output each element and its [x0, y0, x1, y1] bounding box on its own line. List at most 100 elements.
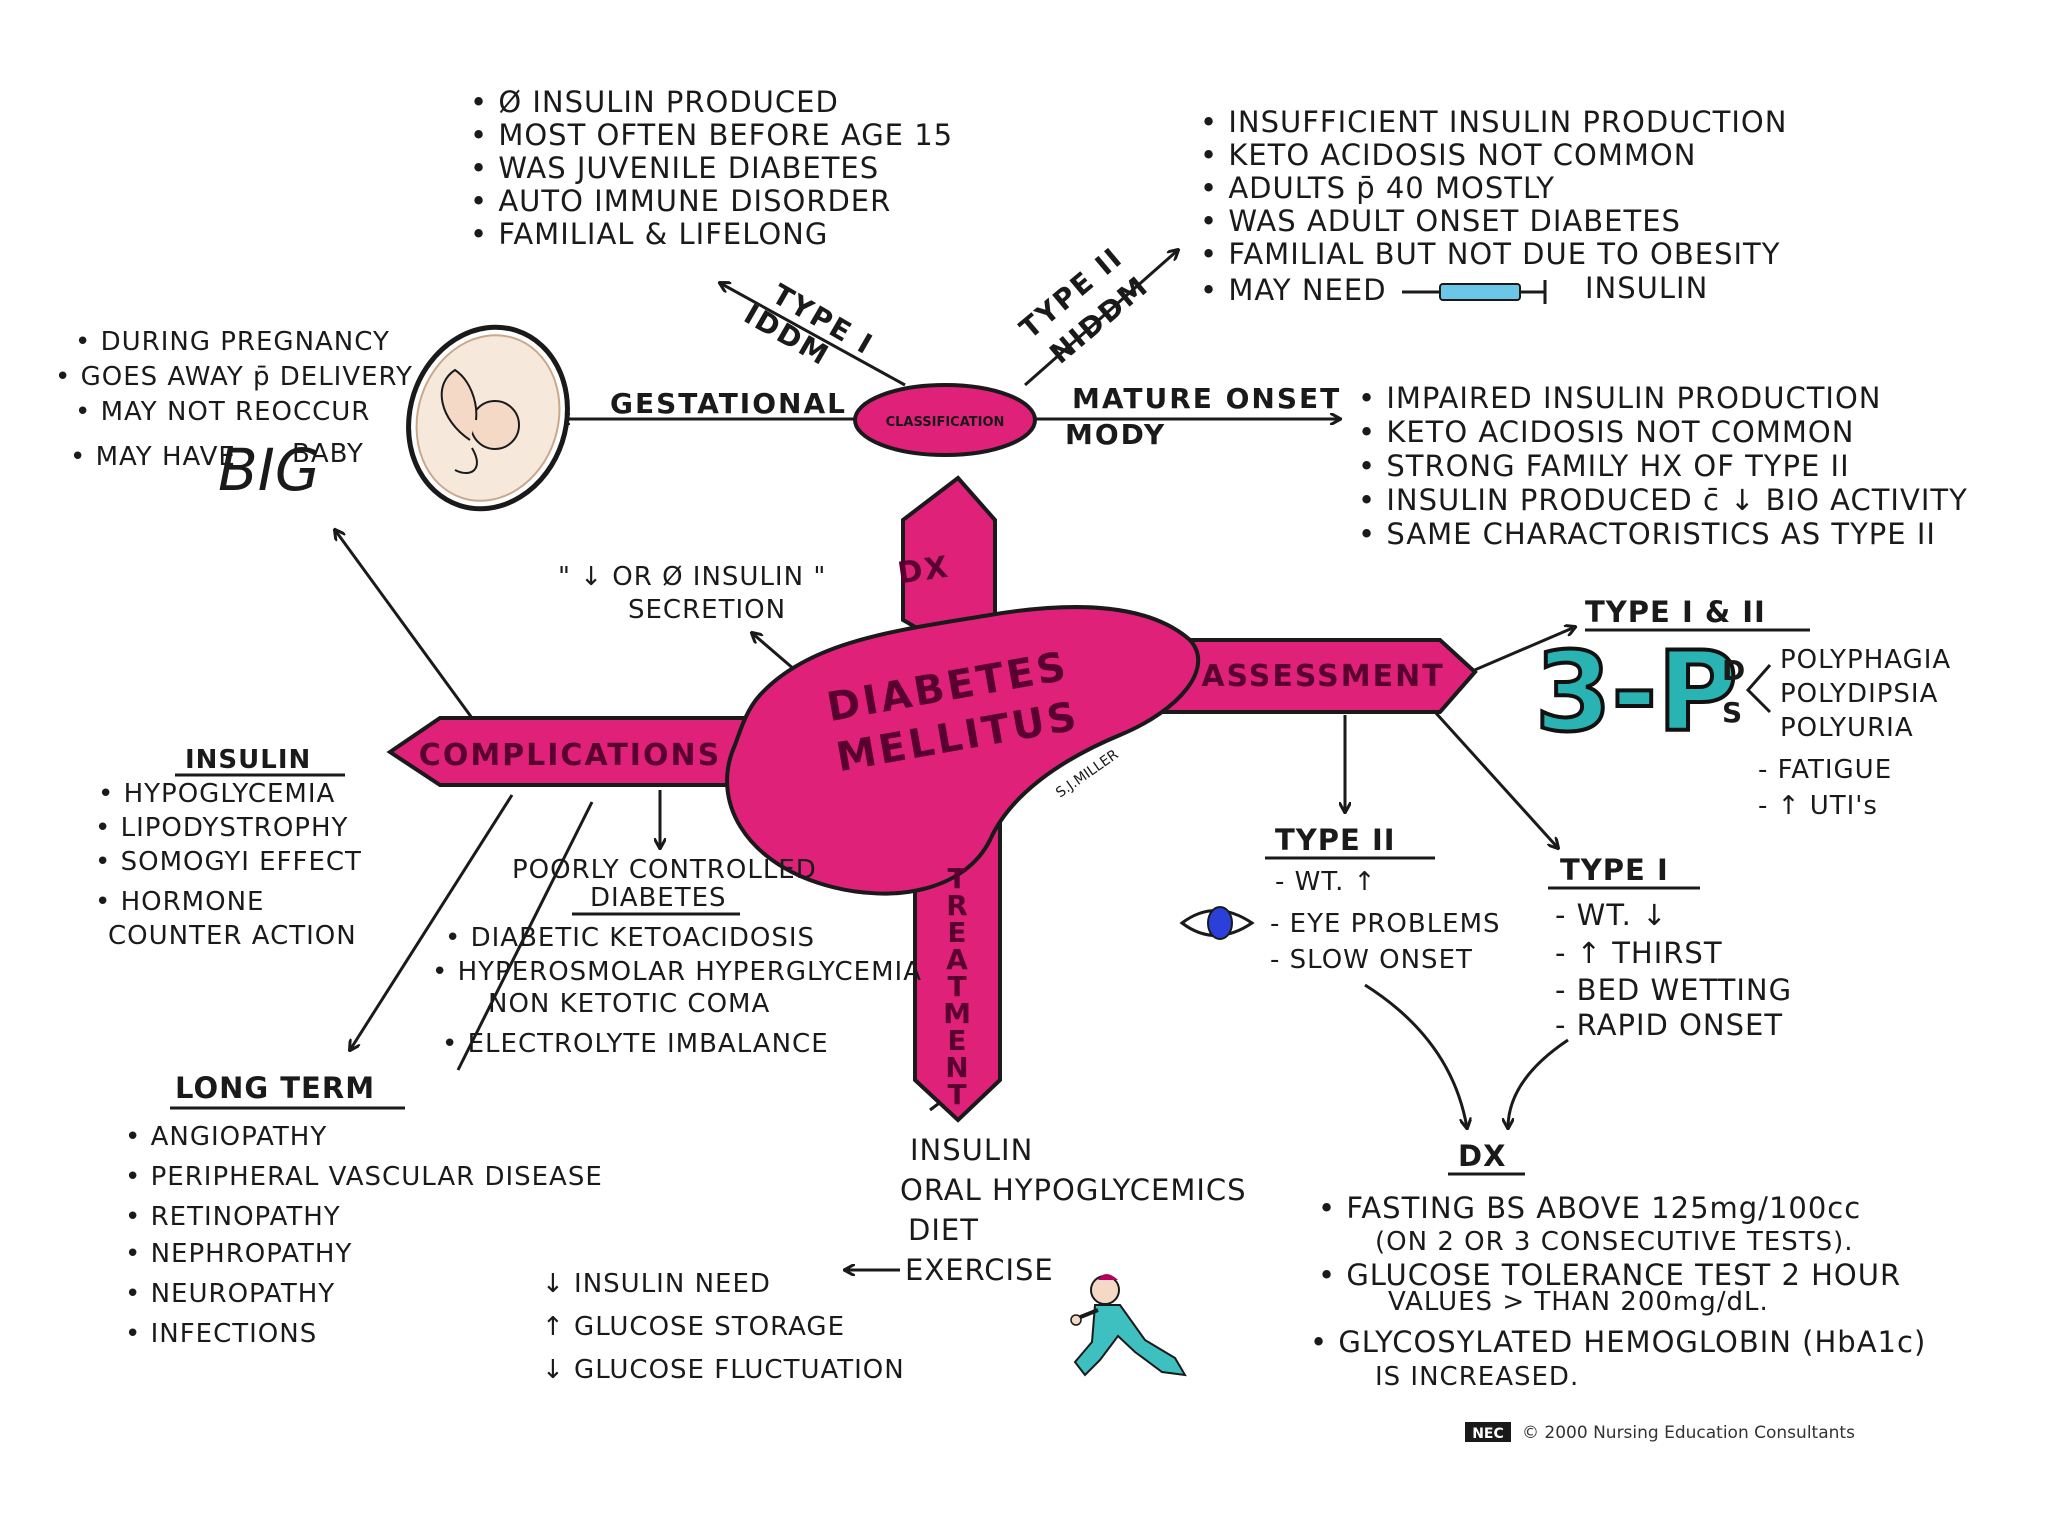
type2-item: • ADULTS p̄ 40 MOSTLY — [1200, 171, 1555, 205]
type1-sign: - ↑ THIRST — [1555, 936, 1723, 970]
arrow-assessment-type1 — [1433, 710, 1558, 848]
secretion-line1: " ↓ OR Ø INSULIN " — [558, 562, 826, 592]
gestational-item-baby: BABY — [292, 439, 364, 469]
type1-sign: - WT. ↓ — [1555, 898, 1667, 932]
big-word: BIG — [218, 436, 320, 504]
arrow-long-term — [350, 794, 514, 1050]
exercise-effect: ↓ INSULIN NEED — [542, 1269, 771, 1299]
dx-line: • GLUCOSE TOLERANCE TEST 2 HOUR — [1318, 1258, 1901, 1292]
gestational-item-prefix: • MAY HAVE — [70, 442, 236, 472]
long-term-item: • NEUROPATHY — [125, 1279, 335, 1309]
poor-title: POORLY CONTROLLED — [512, 855, 817, 885]
complications-long-term: LONG TERM • ANGIOPATHY • PERIPHERAL VASC… — [125, 1071, 603, 1349]
treatment-letter: T — [947, 862, 966, 895]
type2-sign: - EYE PROBLEMS — [1270, 909, 1501, 939]
mody-item: • SAME CHARACTORISTICS AS TYPE II — [1358, 517, 1936, 551]
type1-sign: - BED WETTING — [1555, 973, 1792, 1007]
nec-logo-text: NEC — [1472, 1426, 1504, 1442]
type2-item-need: • MAY NEED — [1200, 273, 1387, 307]
exercise-effect: ↓ GLUCOSE FLUCTUATION — [542, 1355, 905, 1385]
treatment-letter: T — [947, 970, 966, 1003]
p-item: POLYURIA — [1780, 713, 1914, 743]
p-item: POLYDIPSIA — [1780, 679, 1938, 709]
brace — [1745, 664, 1772, 714]
long-term-item: • INFECTIONS — [125, 1319, 317, 1349]
treatment-letter: N — [945, 1051, 968, 1084]
poor-item: • HYPEROSMOLAR HYPERGLYCEMIA — [432, 957, 922, 987]
assessment-type2: TYPE II - WT. ↑ - EYE PROBLEMS - SLOW ON… — [1179, 823, 1501, 975]
long-term-item: • ANGIOPATHY — [125, 1122, 327, 1152]
type2-item-insulin: INSULIN — [1585, 271, 1708, 305]
dx-line: VALUES > THAN 200mg/dL. — [1388, 1287, 1769, 1317]
mody-label: MODY — [1065, 418, 1166, 451]
insulin-comp-item: COUNTER ACTION — [108, 921, 357, 951]
dx-line: • FASTING BS ABOVE 125mg/100cc — [1318, 1191, 1861, 1225]
type2-sign: - WT. ↑ — [1275, 867, 1376, 897]
treatment-item: ORAL HYPOGLYCEMICS — [900, 1173, 1247, 1207]
type2-list: • INSUFFICIENT INSULIN PRODUCTION • KETO… — [1200, 105, 1786, 307]
long-term-item: • RETINOPATHY — [125, 1202, 341, 1232]
treatment-letter: M — [943, 997, 971, 1030]
treatment-letter: E — [947, 1024, 966, 1057]
insulin-title: INSULIN — [185, 745, 311, 775]
type2-item: • FAMILIAL BUT NOT DUE TO OBESITY — [1200, 237, 1780, 271]
mody-item: • INSULIN PRODUCED c̄ ↓ BIO ACTIVITY — [1358, 483, 1968, 517]
type-i-ii-header: TYPE I & II — [1585, 595, 1766, 629]
treatment-item: INSULIN — [910, 1133, 1033, 1167]
three-p-tail-d: D — [1722, 654, 1745, 687]
type1-item: • WAS JUVENILE DIABETES — [470, 151, 879, 185]
complications-insulin: INSULIN • HYPOGLYCEMIA • LIPODYSTROPHY •… — [95, 745, 362, 951]
type1-sign: - RAPID ONSET — [1555, 1008, 1783, 1042]
classification-label: CLASSIFICATION — [886, 415, 1005, 430]
treatment-list: INSULIN ORAL HYPOGLYCEMICS DIET EXERCISE — [900, 1133, 1247, 1287]
p-item: POLYPHAGIA — [1780, 645, 1951, 675]
arrow-complications-gestational — [335, 530, 474, 719]
nec-logo — [1465, 1422, 1511, 1442]
type1-list: • Ø INSULIN PRODUCED • MOST OFTEN BEFORE… — [470, 85, 952, 251]
exercise-effect: ↑ GLUCOSE STORAGE — [542, 1312, 845, 1342]
treatment-letter: R — [946, 889, 968, 922]
arrow-type2 — [1024, 250, 1178, 387]
complications-label: COMPLICATIONS — [419, 738, 721, 773]
type2-item: • KETO ACIDOSIS NOT COMMON — [1200, 138, 1696, 172]
extra-item: - ↑ UTI's — [1758, 791, 1878, 821]
mody-item: • STRONG FAMILY HX OF TYPE II — [1358, 449, 1850, 483]
footer: NEC © 2000 Nursing Education Consultants — [1465, 1422, 1855, 1443]
extra-item: - FATIGUE — [1758, 755, 1892, 785]
arrow-assessment-3p — [1469, 627, 1575, 674]
poor-item: • ELECTROLYTE IMBALANCE — [442, 1029, 829, 1059]
long-term-item: • NEPHROPATHY — [125, 1239, 352, 1269]
copyright: © 2000 Nursing Education Consultants — [1522, 1423, 1855, 1443]
long-term-item: • PERIPHERAL VASCULAR DISEASE — [125, 1162, 603, 1192]
complications-poorly-controlled: POORLY CONTROLLED DIABETES • DIABETIC KE… — [432, 855, 922, 1059]
poor-item: • DIABETIC KETOACIDOSIS — [445, 923, 815, 953]
type1-item: • Ø INSULIN PRODUCED — [470, 85, 839, 119]
gestational-item: • MAY NOT REOCCUR — [75, 397, 370, 427]
central-shapes — [386, 383, 1478, 1123]
dx-line: IS INCREASED. — [1375, 1362, 1579, 1392]
arrow-type1 — [720, 283, 906, 387]
insulin-comp-item: • SOMOGYI EFFECT — [95, 847, 362, 877]
three-p: 3-P — [1535, 628, 1738, 756]
dx-title: DX — [1458, 1139, 1506, 1173]
arrow-type1-dx — [1508, 1038, 1569, 1128]
poor-item: NON KETOTIC COMA — [488, 989, 770, 1019]
assessment-3p: TYPE I & II 3-P D S POLYPHAGIA POLYDIPSI… — [1533, 595, 1951, 821]
type2-item: • WAS ADULT ONSET DIABETES — [1200, 204, 1681, 238]
dx-arm-label: DX — [895, 550, 951, 592]
arrow-type2-dx — [1364, 983, 1467, 1128]
gestational-list: • DURING PREGNANCY • GOES AWAY p̄ DELIVE… — [55, 327, 412, 504]
insulin-comp-item: • HYPOGLYCEMIA — [98, 779, 335, 809]
type1-title: TYPE I — [1560, 853, 1669, 887]
gestational-branch-label: GESTATIONAL — [610, 387, 847, 420]
type2-title: TYPE II — [1275, 823, 1396, 857]
long-term-title: LONG TERM — [175, 1071, 375, 1105]
line-complications-left — [456, 801, 594, 1071]
three-p-tail-s: S — [1722, 696, 1742, 729]
treatment-item: EXERCISE — [905, 1253, 1054, 1287]
assessment-type1: TYPE I - WT. ↓ - ↑ THIRST - BED WETTING … — [1548, 853, 1792, 1042]
mody-list: • IMPAIRED INSULIN PRODUCTION • KETO ACI… — [1358, 381, 1968, 551]
insulin-comp-item: • HORMONE — [95, 887, 264, 917]
runner-icon — [1070, 1274, 1187, 1377]
